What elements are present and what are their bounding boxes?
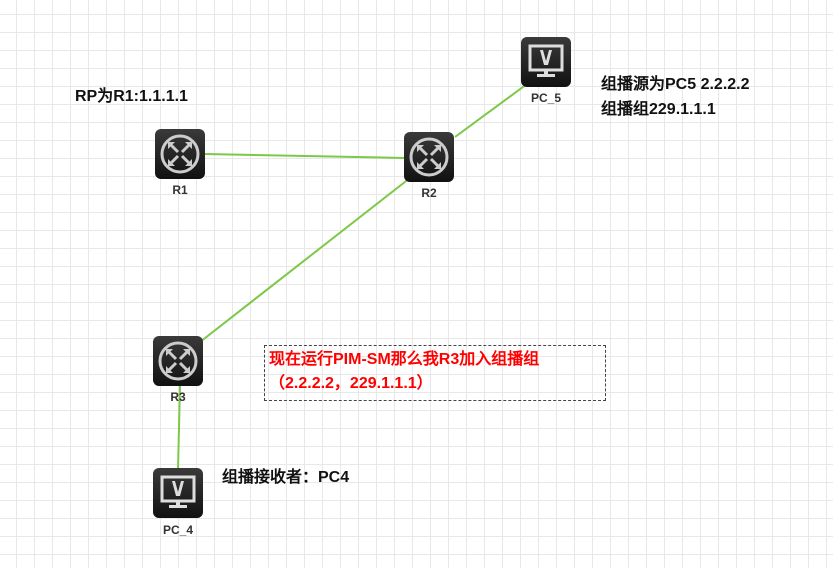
router-r1[interactable]: [155, 129, 205, 179]
pc-icon: [528, 44, 564, 79]
router-icon: [409, 137, 449, 177]
note-line2: （2.2.2.2，229.1.1.1）: [269, 375, 433, 392]
router-icon: [158, 341, 198, 381]
router-r1-label: R1: [172, 183, 188, 197]
note-box[interactable]: 现在运行PIM-SM那么我R3加入组播组 （2.2.2.2，229.1.1.1）: [264, 345, 606, 401]
link-r2-r3[interactable]: [199, 177, 411, 343]
link-r1-r2[interactable]: [204, 153, 406, 159]
source-annotation-line1: 组播源为PC5 2.2.2.2: [601, 76, 750, 93]
router-r2-label: R2: [421, 186, 437, 200]
source-annotation-line2: 组播组229.1.1.1: [601, 101, 716, 118]
link-r2-pc5[interactable]: [454, 83, 528, 138]
pc-icon: [160, 475, 196, 510]
pc-pc4[interactable]: [153, 468, 203, 518]
router-icon: [160, 134, 200, 174]
pc-pc4-label: PC_4: [162, 523, 194, 537]
note-line1: 现在运行PIM-SM那么我R3加入组播组: [269, 351, 540, 368]
router-r3[interactable]: [153, 336, 203, 386]
rp-annotation: RP为R1:1.1.1.1: [75, 88, 188, 105]
receiver-annotation: 组播接收者：PC4: [222, 469, 350, 486]
pc-pc5[interactable]: [521, 37, 571, 87]
link-r3-pc4[interactable]: [177, 384, 181, 471]
router-r3-label: R3: [170, 390, 186, 404]
pc-pc5-label: PC_5: [530, 91, 562, 105]
router-r2[interactable]: [404, 132, 454, 182]
